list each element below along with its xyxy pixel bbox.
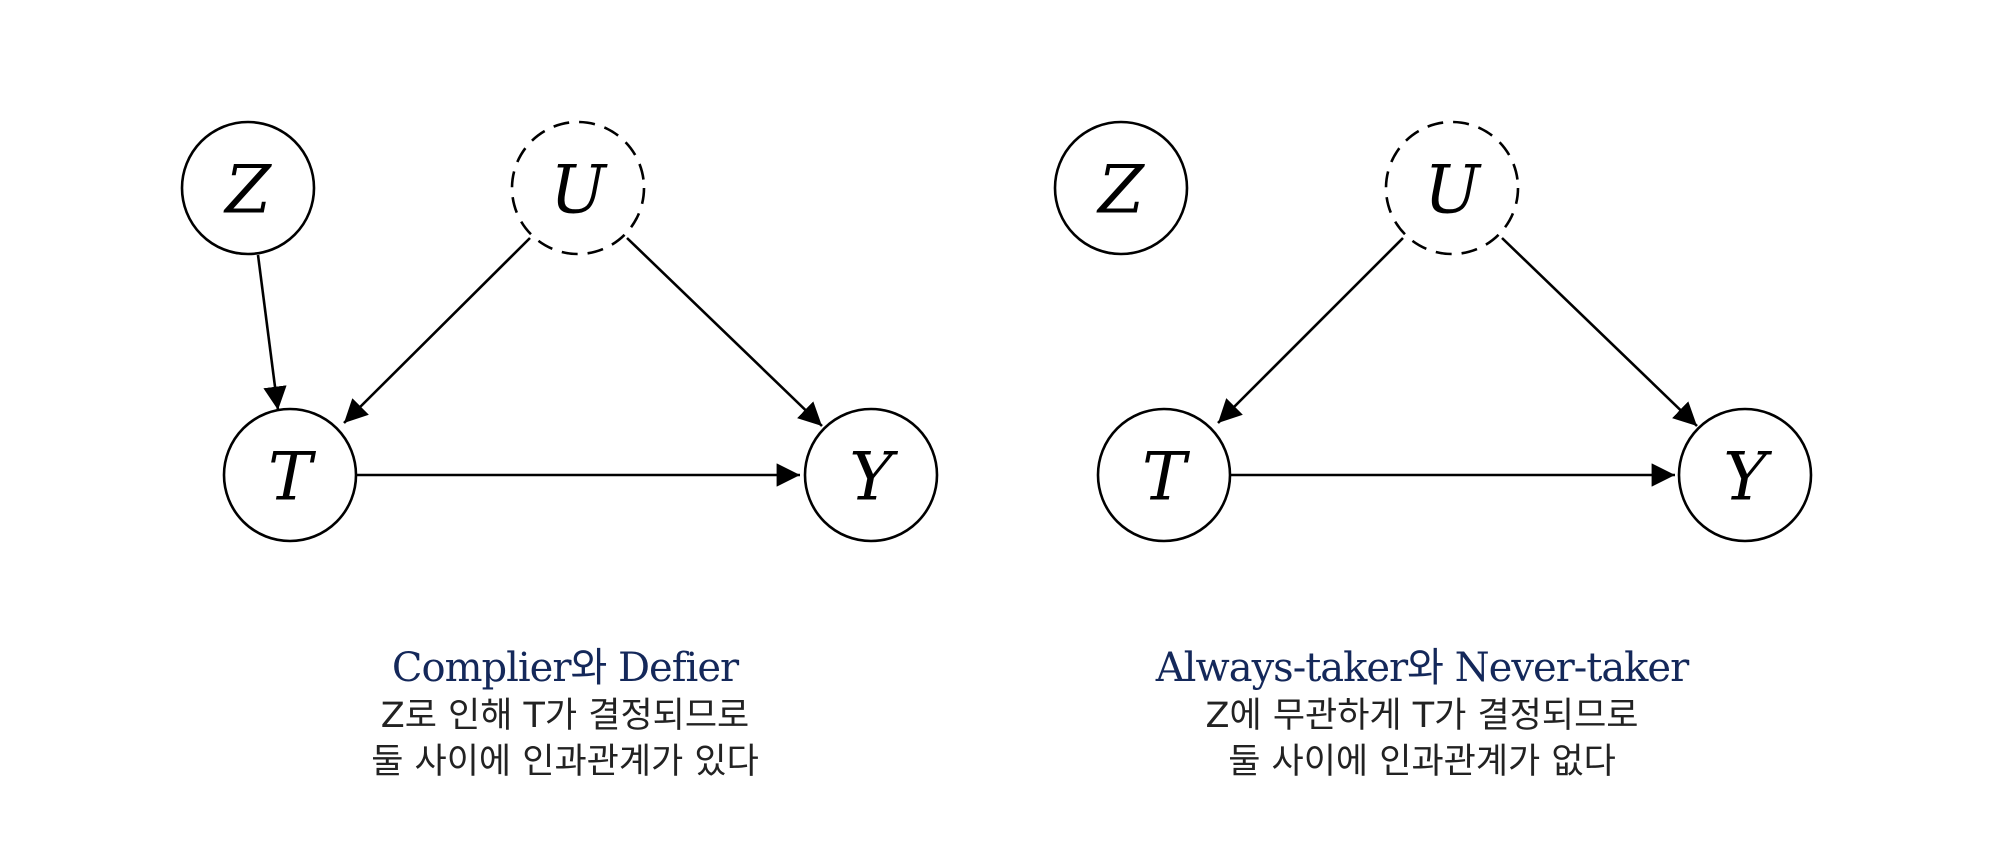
node-z-label: Z — [223, 152, 272, 229]
edge-z-to-t — [256, 254, 287, 411]
left-caption-line-1: Z로 인해 T가 결정되므로 — [380, 696, 750, 736]
right-caption-line-1: Z에 무관하게 T가 결정되므로 — [1205, 696, 1639, 736]
left-caption-line-2: 둘 사이에 인과관계가 있다 — [371, 742, 759, 782]
node-z: Z — [180, 120, 316, 256]
node-y: Y — [1677, 407, 1813, 543]
node-u-label: U — [1424, 152, 1482, 229]
left-caption: Complier와 Defier Z로 인해 T가 결정되므로 둘 사이에 인과… — [215, 643, 915, 785]
node-z: Z — [1053, 120, 1189, 256]
left-diagram: Z U T Y — [180, 120, 939, 543]
node-t: T — [1096, 407, 1232, 543]
node-y: Y — [803, 407, 939, 543]
node-u-label: U — [550, 152, 608, 229]
node-t-label: T — [268, 439, 317, 516]
left-caption-title: Complier와 Defier — [391, 645, 739, 691]
right-caption-title: Always-taker와 Never-taker — [1155, 645, 1689, 691]
node-u: U — [1384, 120, 1520, 256]
node-y-label: Y — [849, 439, 898, 516]
right-diagram: Z U T Y — [1053, 120, 1813, 543]
node-y-label: Y — [1723, 439, 1772, 516]
edge-u-to-t — [1217, 237, 1404, 424]
edge-u-to-y — [1501, 237, 1698, 427]
right-caption: Always-taker와 Never-taker Z에 무관하게 T가 결정되… — [1072, 643, 1772, 785]
edge-u-to-y — [626, 237, 823, 427]
edge-u-to-t — [343, 237, 531, 424]
node-z-label: Z — [1096, 152, 1145, 229]
node-t: T — [222, 407, 358, 543]
right-caption-line-2: 둘 사이에 인과관계가 없다 — [1228, 742, 1616, 782]
node-t-label: T — [1142, 439, 1191, 516]
node-u: U — [510, 120, 646, 256]
